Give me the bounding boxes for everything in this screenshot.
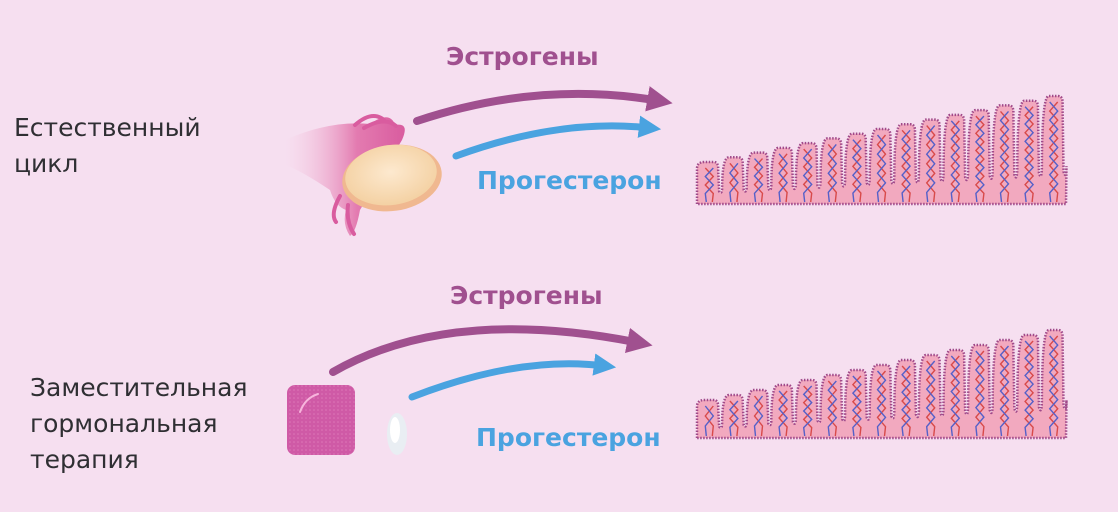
estrogen-label: Эстрогены	[450, 281, 603, 310]
label-line: гормональная	[30, 409, 218, 438]
pill-icon	[387, 413, 407, 455]
progesterone-label: Прогестерон	[476, 423, 661, 452]
label-line: Естественный	[14, 113, 201, 142]
label-line: терапия	[30, 445, 139, 474]
label-line: Заместительная	[30, 373, 248, 402]
estrogen-arrow-2	[329, 325, 653, 376]
endometrium-icon	[695, 328, 1068, 440]
label-line: цикл	[14, 149, 79, 178]
estrogen-label: Эстрогены	[446, 42, 599, 71]
ovary-icon	[285, 114, 442, 236]
patch-icon	[287, 385, 355, 455]
endometrium-icon	[695, 94, 1068, 206]
row-label-hrt: Заместительная гормональная терапия	[30, 370, 248, 478]
progesterone-arrow-1	[452, 115, 662, 160]
estrogen-arrow-1	[413, 86, 673, 125]
progesterone-arrow-2	[408, 353, 617, 401]
progesterone-label: Прогестерон	[477, 166, 662, 195]
row-label-natural-cycle: Естественный цикл	[14, 110, 201, 182]
